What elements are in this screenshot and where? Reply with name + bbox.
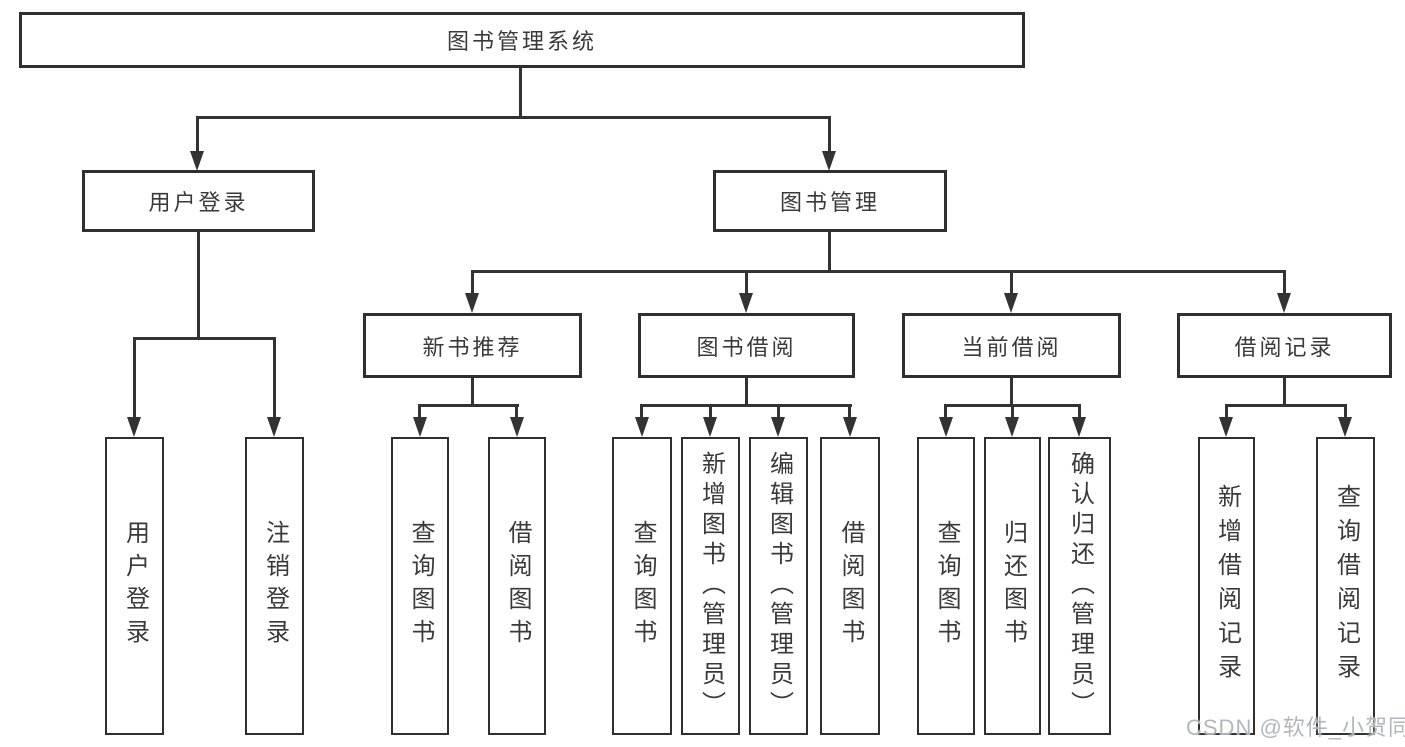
leaf-return-books-label: 归还图书 xyxy=(999,520,1027,652)
connector-line xyxy=(515,404,518,420)
arrow-down-icon xyxy=(1005,417,1019,437)
node-book-management: 图书管理 xyxy=(713,170,947,232)
connector-line xyxy=(197,232,200,339)
connector-line xyxy=(777,404,780,420)
node-book-management-label: 图书管理 xyxy=(779,190,880,215)
arrow-down-icon xyxy=(1219,417,1233,437)
leaf-edit-books-admin-label: 编辑图书（管理员） xyxy=(765,451,793,721)
arrow-down-icon xyxy=(1338,417,1352,437)
arrow-down-icon xyxy=(703,417,717,437)
leaf-confirm-return-admin-label: 确认归还（管理员） xyxy=(1066,451,1094,721)
connector-line xyxy=(1010,378,1013,406)
node-borrow-records-label: 借阅记录 xyxy=(1234,334,1335,360)
leaf-query-books-current: 查询图书 xyxy=(917,437,975,735)
arrow-down-icon xyxy=(939,417,953,437)
connector-line xyxy=(640,404,852,407)
connector-line xyxy=(1283,270,1286,296)
leaf-logout-label: 注销登录 xyxy=(261,520,289,652)
arrow-down-icon xyxy=(465,293,479,313)
node-book-borrow-label: 图书借阅 xyxy=(696,334,797,360)
node-current-borrow-label: 当前借阅 xyxy=(961,334,1062,360)
leaf-query-borrow-record-label: 查询借阅记录 xyxy=(1332,484,1360,688)
arrow-down-icon xyxy=(267,417,281,437)
connector-line xyxy=(273,337,276,421)
leaf-edit-books-admin: 编辑图书（管理员） xyxy=(749,437,808,735)
arrow-down-icon xyxy=(739,293,753,313)
connector-line xyxy=(471,378,474,406)
arrow-down-icon xyxy=(127,417,141,437)
connector-line xyxy=(418,404,519,407)
leaf-logout: 注销登录 xyxy=(245,437,304,735)
leaf-return-books: 归还图书 xyxy=(984,437,1041,735)
leaf-user-login: 用户登录 xyxy=(105,437,164,735)
connector-line xyxy=(1225,404,1228,420)
connector-line xyxy=(196,116,831,119)
leaf-borrow-books-label: 借阅图书 xyxy=(837,520,864,652)
connector-line xyxy=(640,404,643,420)
node-new-book-recommend-label: 新书推荐 xyxy=(422,334,523,360)
leaf-query-books-recommend: 查询图书 xyxy=(391,437,449,735)
connector-line xyxy=(1078,404,1081,420)
arrow-down-icon xyxy=(190,151,204,171)
node-root-library-system: 图书管理系统 xyxy=(19,12,1025,68)
leaf-borrow-books: 借阅图书 xyxy=(820,437,880,735)
arrow-down-icon xyxy=(771,417,785,437)
arrow-down-icon xyxy=(1277,293,1291,313)
arrow-down-icon xyxy=(413,417,427,437)
arrow-down-icon xyxy=(1072,417,1086,437)
leaf-add-books-admin-label: 新增图书（管理员） xyxy=(697,451,725,721)
node-user-login: 用户登录 xyxy=(82,170,315,232)
connector-line xyxy=(471,270,474,296)
connector-line xyxy=(133,337,276,340)
connector-line xyxy=(828,116,831,154)
connector-line xyxy=(709,404,712,420)
leaf-query-borrow-record: 查询借阅记录 xyxy=(1316,437,1375,735)
leaf-add-borrow-record-label: 新增借阅记录 xyxy=(1213,484,1241,688)
node-root-label: 图书管理系统 xyxy=(446,29,597,54)
leaf-borrow-books-recommend: 借阅图书 xyxy=(488,437,546,735)
connector-line xyxy=(1010,270,1013,296)
connector-line xyxy=(745,270,748,296)
leaf-add-borrow-record: 新增借阅记录 xyxy=(1198,437,1255,735)
connector-line xyxy=(196,116,199,154)
leaf-query-books-borrow-label: 查询图书 xyxy=(629,520,656,652)
arrow-down-icon xyxy=(635,417,649,437)
leaf-query-books-recommend-label: 查询图书 xyxy=(407,520,434,652)
connector-line xyxy=(133,337,136,421)
leaf-user-login-label: 用户登录 xyxy=(121,520,149,652)
leaf-add-books-admin: 新增图书（管理员） xyxy=(681,437,740,735)
node-new-book-recommend: 新书推荐 xyxy=(363,313,582,378)
connector-line xyxy=(471,270,1286,273)
arrow-down-icon xyxy=(843,417,857,437)
leaf-confirm-return-admin: 确认归还（管理员） xyxy=(1048,437,1111,735)
node-book-borrow: 图书借阅 xyxy=(638,313,855,378)
leaf-query-books-borrow: 查询图书 xyxy=(612,437,672,735)
csdn-watermark: CSDN @软件_小贺同学 xyxy=(1186,715,1405,740)
arrow-down-icon xyxy=(822,151,836,171)
connector-line xyxy=(745,378,748,406)
connector-line xyxy=(828,232,831,272)
connector-line xyxy=(848,404,851,420)
connector-line xyxy=(1283,378,1286,406)
node-user-login-label: 用户登录 xyxy=(148,190,249,215)
node-current-borrow: 当前借阅 xyxy=(902,313,1121,378)
connector-line xyxy=(944,404,947,420)
connector-line xyxy=(1225,404,1347,407)
connector-line xyxy=(519,68,522,118)
node-borrow-records: 借阅记录 xyxy=(1177,313,1392,378)
connector-line xyxy=(418,404,421,420)
connector-line xyxy=(1344,404,1347,420)
leaf-query-books-current-label: 查询图书 xyxy=(933,520,960,652)
arrow-down-icon xyxy=(1004,293,1018,313)
connector-line xyxy=(1011,404,1014,420)
leaf-borrow-books-recommend-label: 借阅图书 xyxy=(504,520,531,652)
arrow-down-icon xyxy=(510,417,524,437)
